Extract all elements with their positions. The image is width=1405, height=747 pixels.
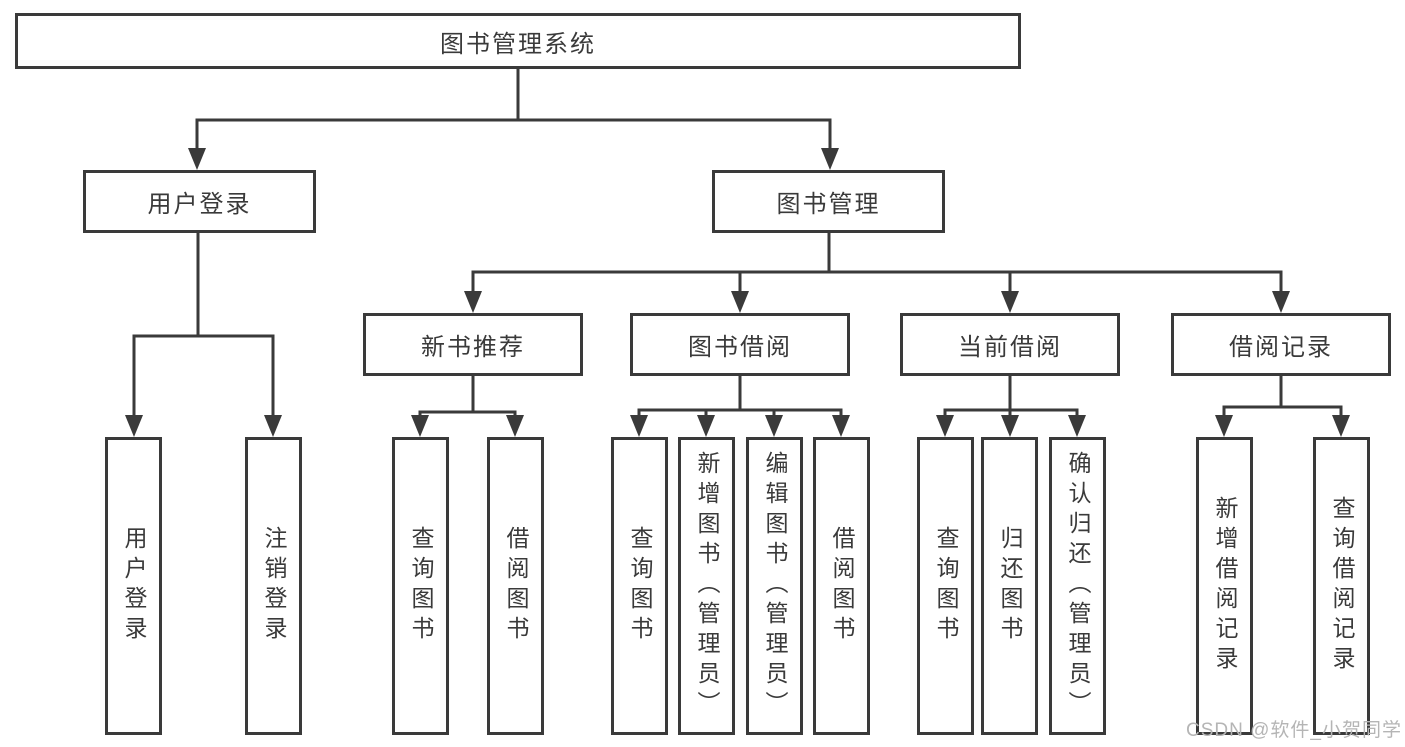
leaf-query-books-current: 查询图书 (917, 437, 974, 735)
leaf-query-books-borrowing-label: 查询图书 (627, 526, 653, 646)
node-current-borrowing-label: 当前借阅 (958, 334, 1062, 361)
node-book-borrowing-label: 图书借阅 (688, 334, 792, 361)
leaf-query-books-current-label: 查询图书 (933, 526, 959, 646)
node-book-management: 图书管理 (712, 170, 945, 233)
leaf-borrow-books-borrowing-label: 借阅图书 (829, 526, 855, 646)
leaf-borrow-books-borrowing: 借阅图书 (813, 437, 870, 735)
leaf-query-books-recommend-label: 查询图书 (408, 526, 434, 646)
node-borrowing-records: 借阅记录 (1171, 313, 1391, 376)
node-new-book-recommendation: 新书推荐 (363, 313, 583, 376)
leaf-query-borrow-record: 查询借阅记录 (1313, 437, 1370, 735)
leaf-query-books-borrowing: 查询图书 (611, 437, 668, 735)
node-user-login-label: 用户登录 (147, 191, 252, 218)
leaf-confirm-return-admin: 确认归还（管理员） (1049, 437, 1106, 735)
leaf-add-books-admin-label: 新增图书（管理员） (694, 451, 720, 721)
node-new-book-recommendation-label: 新书推荐 (421, 334, 525, 361)
leaf-user-login-label: 用户登录 (121, 526, 147, 646)
leaf-user-login: 用户登录 (105, 437, 162, 735)
leaf-query-borrow-record-label: 查询借阅记录 (1329, 496, 1355, 676)
node-library-system-label: 图书管理系统 (440, 30, 596, 58)
leaf-add-books-admin: 新增图书（管理员） (678, 437, 735, 735)
leaf-logout: 注销登录 (245, 437, 302, 735)
leaf-borrow-books-recommend-label: 借阅图书 (503, 526, 529, 646)
node-user-login: 用户登录 (83, 170, 316, 233)
node-book-borrowing: 图书借阅 (630, 313, 850, 376)
leaf-add-borrow-record-label: 新增借阅记录 (1212, 496, 1238, 676)
node-borrowing-records-label: 借阅记录 (1229, 334, 1333, 361)
leaf-return-books: 归还图书 (981, 437, 1038, 735)
leaf-query-books-recommend: 查询图书 (392, 437, 449, 735)
csdn-watermark: CSDN @软件_小贺同学 (1186, 720, 1402, 741)
leaf-edit-books-admin: 编辑图书（管理员） (746, 437, 803, 735)
leaf-logout-label: 注销登录 (261, 526, 287, 646)
leaf-add-borrow-record: 新增借阅记录 (1196, 437, 1253, 735)
leaf-return-books-label: 归还图书 (997, 526, 1023, 646)
leaf-borrow-books-recommend: 借阅图书 (487, 437, 544, 735)
node-book-management-label: 图书管理 (776, 191, 881, 218)
leaf-confirm-return-admin-label: 确认归还（管理员） (1065, 451, 1091, 721)
node-current-borrowing: 当前借阅 (900, 313, 1120, 376)
leaf-edit-books-admin-label: 编辑图书（管理员） (762, 451, 788, 721)
node-library-system: 图书管理系统 (15, 13, 1021, 69)
